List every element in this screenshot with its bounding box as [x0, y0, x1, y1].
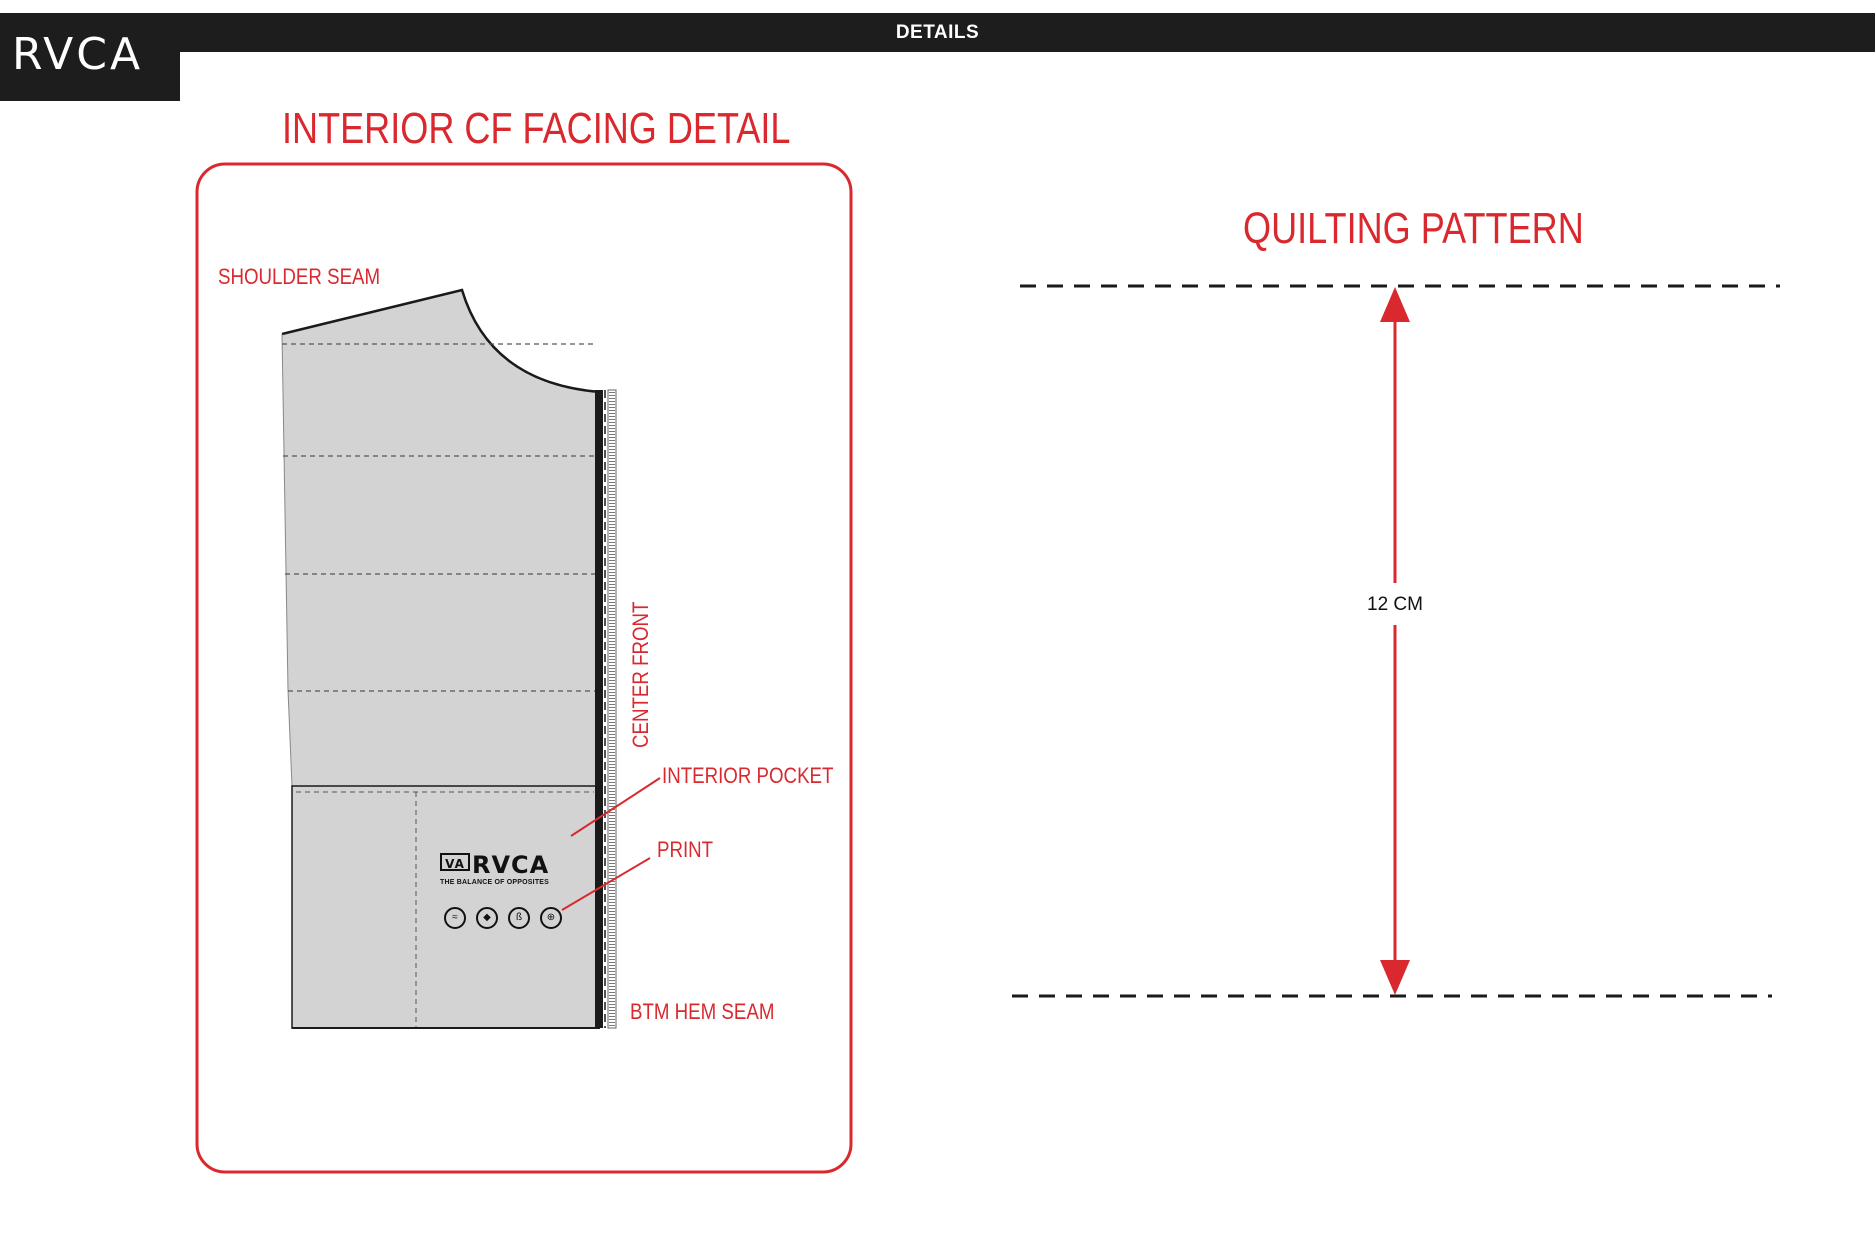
shield-icon: ⊕: [540, 907, 562, 929]
print-tagline: THE BALANCE OF OPPOSITES: [440, 879, 550, 886]
feather-icon: ß: [508, 907, 530, 929]
shoulder-neck-outline: [281, 288, 601, 394]
dimension-arrow: [1380, 287, 1410, 995]
print-label: PRINT: [657, 837, 714, 862]
facing-panel: [282, 290, 600, 1028]
water-icon: ≈: [444, 907, 466, 929]
diamond-icon: ◆: [476, 907, 498, 929]
facing-detail-title: INTERIOR CF FACING DETAIL: [282, 104, 791, 153]
interior-pocket-label: INTERIOR POCKET: [662, 763, 834, 788]
interior-pocket-leader: [570, 777, 661, 837]
print-brand-mark: VA: [440, 853, 470, 871]
facing-detail-frame: [195, 162, 853, 1174]
quilting-pattern-title: QUILTING PATTERN: [1243, 204, 1584, 253]
brand-logo: RVCA: [0, 13, 180, 101]
print-leader: [561, 857, 651, 911]
btm-hem-seam-label: BTM HEM SEAM: [630, 999, 775, 1024]
center-front-zipper: [595, 389, 617, 1029]
shoulder-seam-label: SHOULDER SEAM: [218, 264, 381, 289]
panel-quilt-lines: [282, 343, 595, 692]
brand-logo-text: RVCA: [12, 29, 144, 80]
page-title: DETAILS: [895, 22, 980, 43]
print-brand-text: RVCA: [472, 851, 550, 879]
quilting-dimension-label: 12 CM: [1350, 590, 1440, 620]
header-bar: DETAILS: [0, 13, 1875, 52]
center-front-label: CENTER FRONT: [628, 601, 653, 748]
